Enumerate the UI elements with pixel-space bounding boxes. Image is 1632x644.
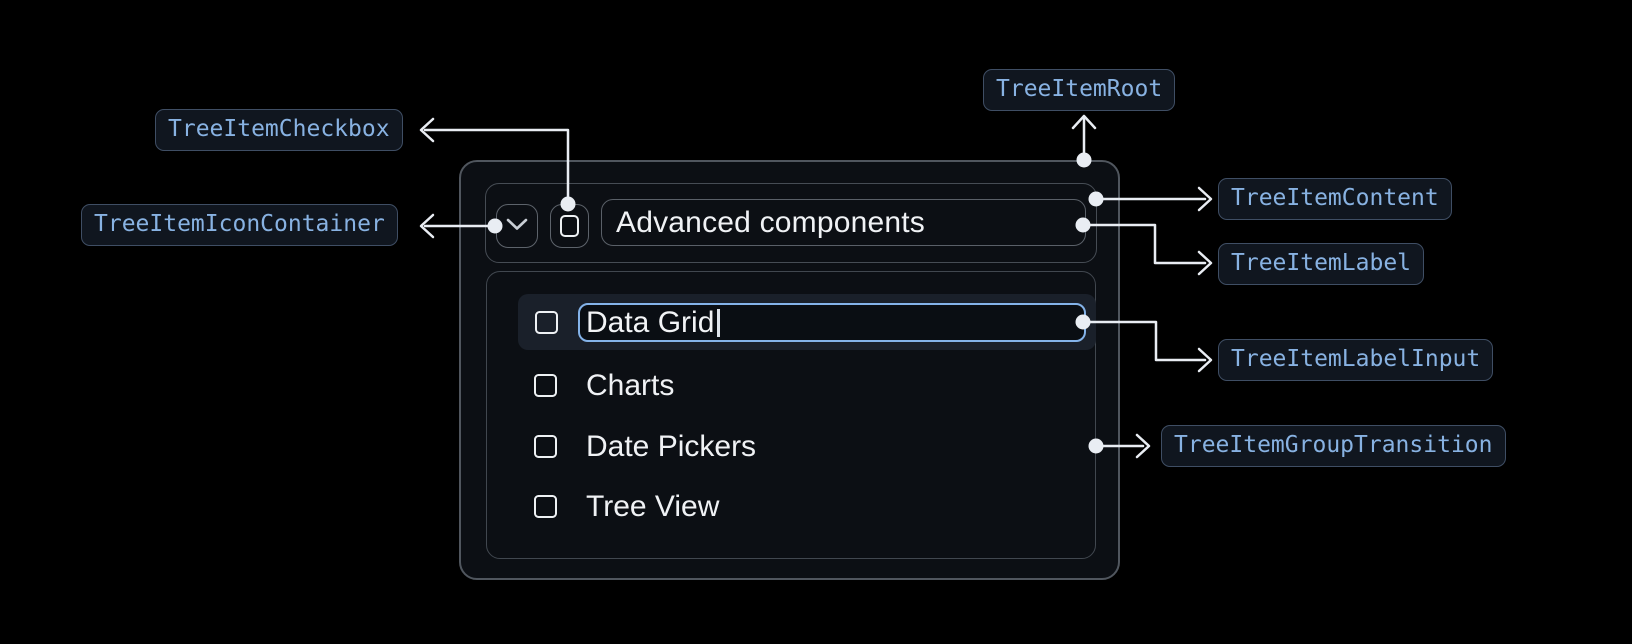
tree-row[interactable]: Charts — [487, 369, 1095, 403]
callout-tree-item-label-input: TreeItemLabelInput — [1218, 339, 1494, 381]
tree-item-label-text: Advanced components — [616, 205, 926, 239]
arrowhead-right-icon — [1197, 347, 1213, 373]
tree-row[interactable]: Tree View — [487, 490, 1095, 524]
tree-item-label-input[interactable]: Data Grid — [578, 303, 1086, 342]
arrowhead-left-icon — [419, 213, 435, 239]
tree-item-checkbox[interactable] — [550, 204, 589, 248]
tree-item-group-transition-container: Data Grid Charts Date Pickers Tree View — [486, 271, 1096, 559]
tree-row-label: Date Pickers — [586, 430, 757, 463]
tree-item-content[interactable]: Advanced components — [485, 183, 1097, 263]
checkbox-unchecked-icon[interactable] — [534, 374, 557, 397]
tree-row[interactable]: Date Pickers — [487, 430, 1095, 464]
callout-tree-item-icon-container: TreeItemIconContainer — [81, 204, 398, 246]
callout-tree-item-group-transition: TreeItemGroupTransition — [1161, 425, 1506, 467]
checkbox-unchecked-icon[interactable] — [534, 495, 557, 518]
arrowhead-right-icon — [1135, 433, 1151, 459]
text-caret — [717, 308, 720, 337]
tree-row-label: Tree View — [586, 490, 720, 523]
callout-tree-item-content: TreeItemContent — [1218, 178, 1452, 220]
callout-tree-item-label: TreeItemLabel — [1218, 243, 1425, 285]
chevron-down-icon — [505, 217, 529, 236]
arrowhead-right-icon — [1197, 250, 1213, 276]
callout-tree-item-root: TreeItemRoot — [983, 69, 1176, 111]
label-input-value: Data Grid — [586, 305, 715, 339]
arrowhead-up-icon — [1071, 114, 1097, 130]
checkbox-unchecked-icon[interactable] — [535, 311, 558, 334]
arrowhead-left-icon — [419, 117, 435, 143]
tree-item-label: Advanced components — [601, 199, 1086, 246]
tree-row-editing[interactable]: Data Grid — [518, 294, 1096, 350]
checkbox-unchecked-icon — [560, 215, 579, 237]
tree-item-root-panel: Advanced components Data Grid Charts Dat… — [459, 160, 1120, 580]
tree-item-icon-container[interactable] — [496, 204, 538, 248]
checkbox-unchecked-icon[interactable] — [534, 435, 557, 458]
callout-tree-item-checkbox: TreeItemCheckbox — [155, 109, 403, 151]
arrowhead-right-icon — [1197, 186, 1213, 212]
tree-row-label: Charts — [586, 369, 675, 402]
